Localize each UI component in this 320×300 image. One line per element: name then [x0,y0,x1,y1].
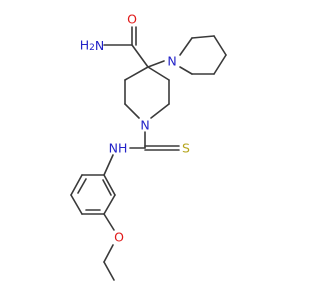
bond-benz-5 [103,194,116,215]
piperidine-nitrogen-label: N [167,54,176,69]
ether-oxygen-label: O [114,230,124,245]
piperidine-ring-nitrogen-label: N [140,118,149,133]
bond-pip-6 [179,66,193,75]
amide-nh2-label: H2N [80,38,105,54]
bond-benz-3 [70,194,83,215]
bond-pip-3 [213,35,227,56]
bond-benz-inner-3 [102,179,112,196]
bond-c4-pipN [147,60,165,68]
bond-ch2-ch3 [103,261,115,281]
bond-pip-4 [213,54,227,75]
bond-o-ch2 [103,244,114,263]
bond-pip-1 [179,37,193,56]
thioamide-sulfur-label: S [182,141,190,156]
structure-canvas: H2N O N N NH S O [70,12,227,281]
bond-ring-6 [147,66,170,81]
atom-label-layer: H2N O N N NH S O [80,12,190,245]
amide-oxygen-label: O [127,12,137,27]
chemical-structure-diagram: H2N O N N NH S O [70,12,227,281]
bond-ring-1 [124,66,149,81]
bond-pip-2 [191,35,215,39]
bond-benz-inner-1 [77,178,87,194]
bond-benz-2 [70,174,83,196]
bond-aryl-o [103,213,115,231]
bond-c4-carbonyl [131,44,149,68]
bond-ring-4 [150,103,170,119]
bond-ring-3 [124,103,140,119]
bond-nh-aryl [103,154,114,176]
thioamide-nh-label: NH [109,141,128,156]
bond-layer [70,26,227,281]
bond-benz-6 [103,174,116,196]
